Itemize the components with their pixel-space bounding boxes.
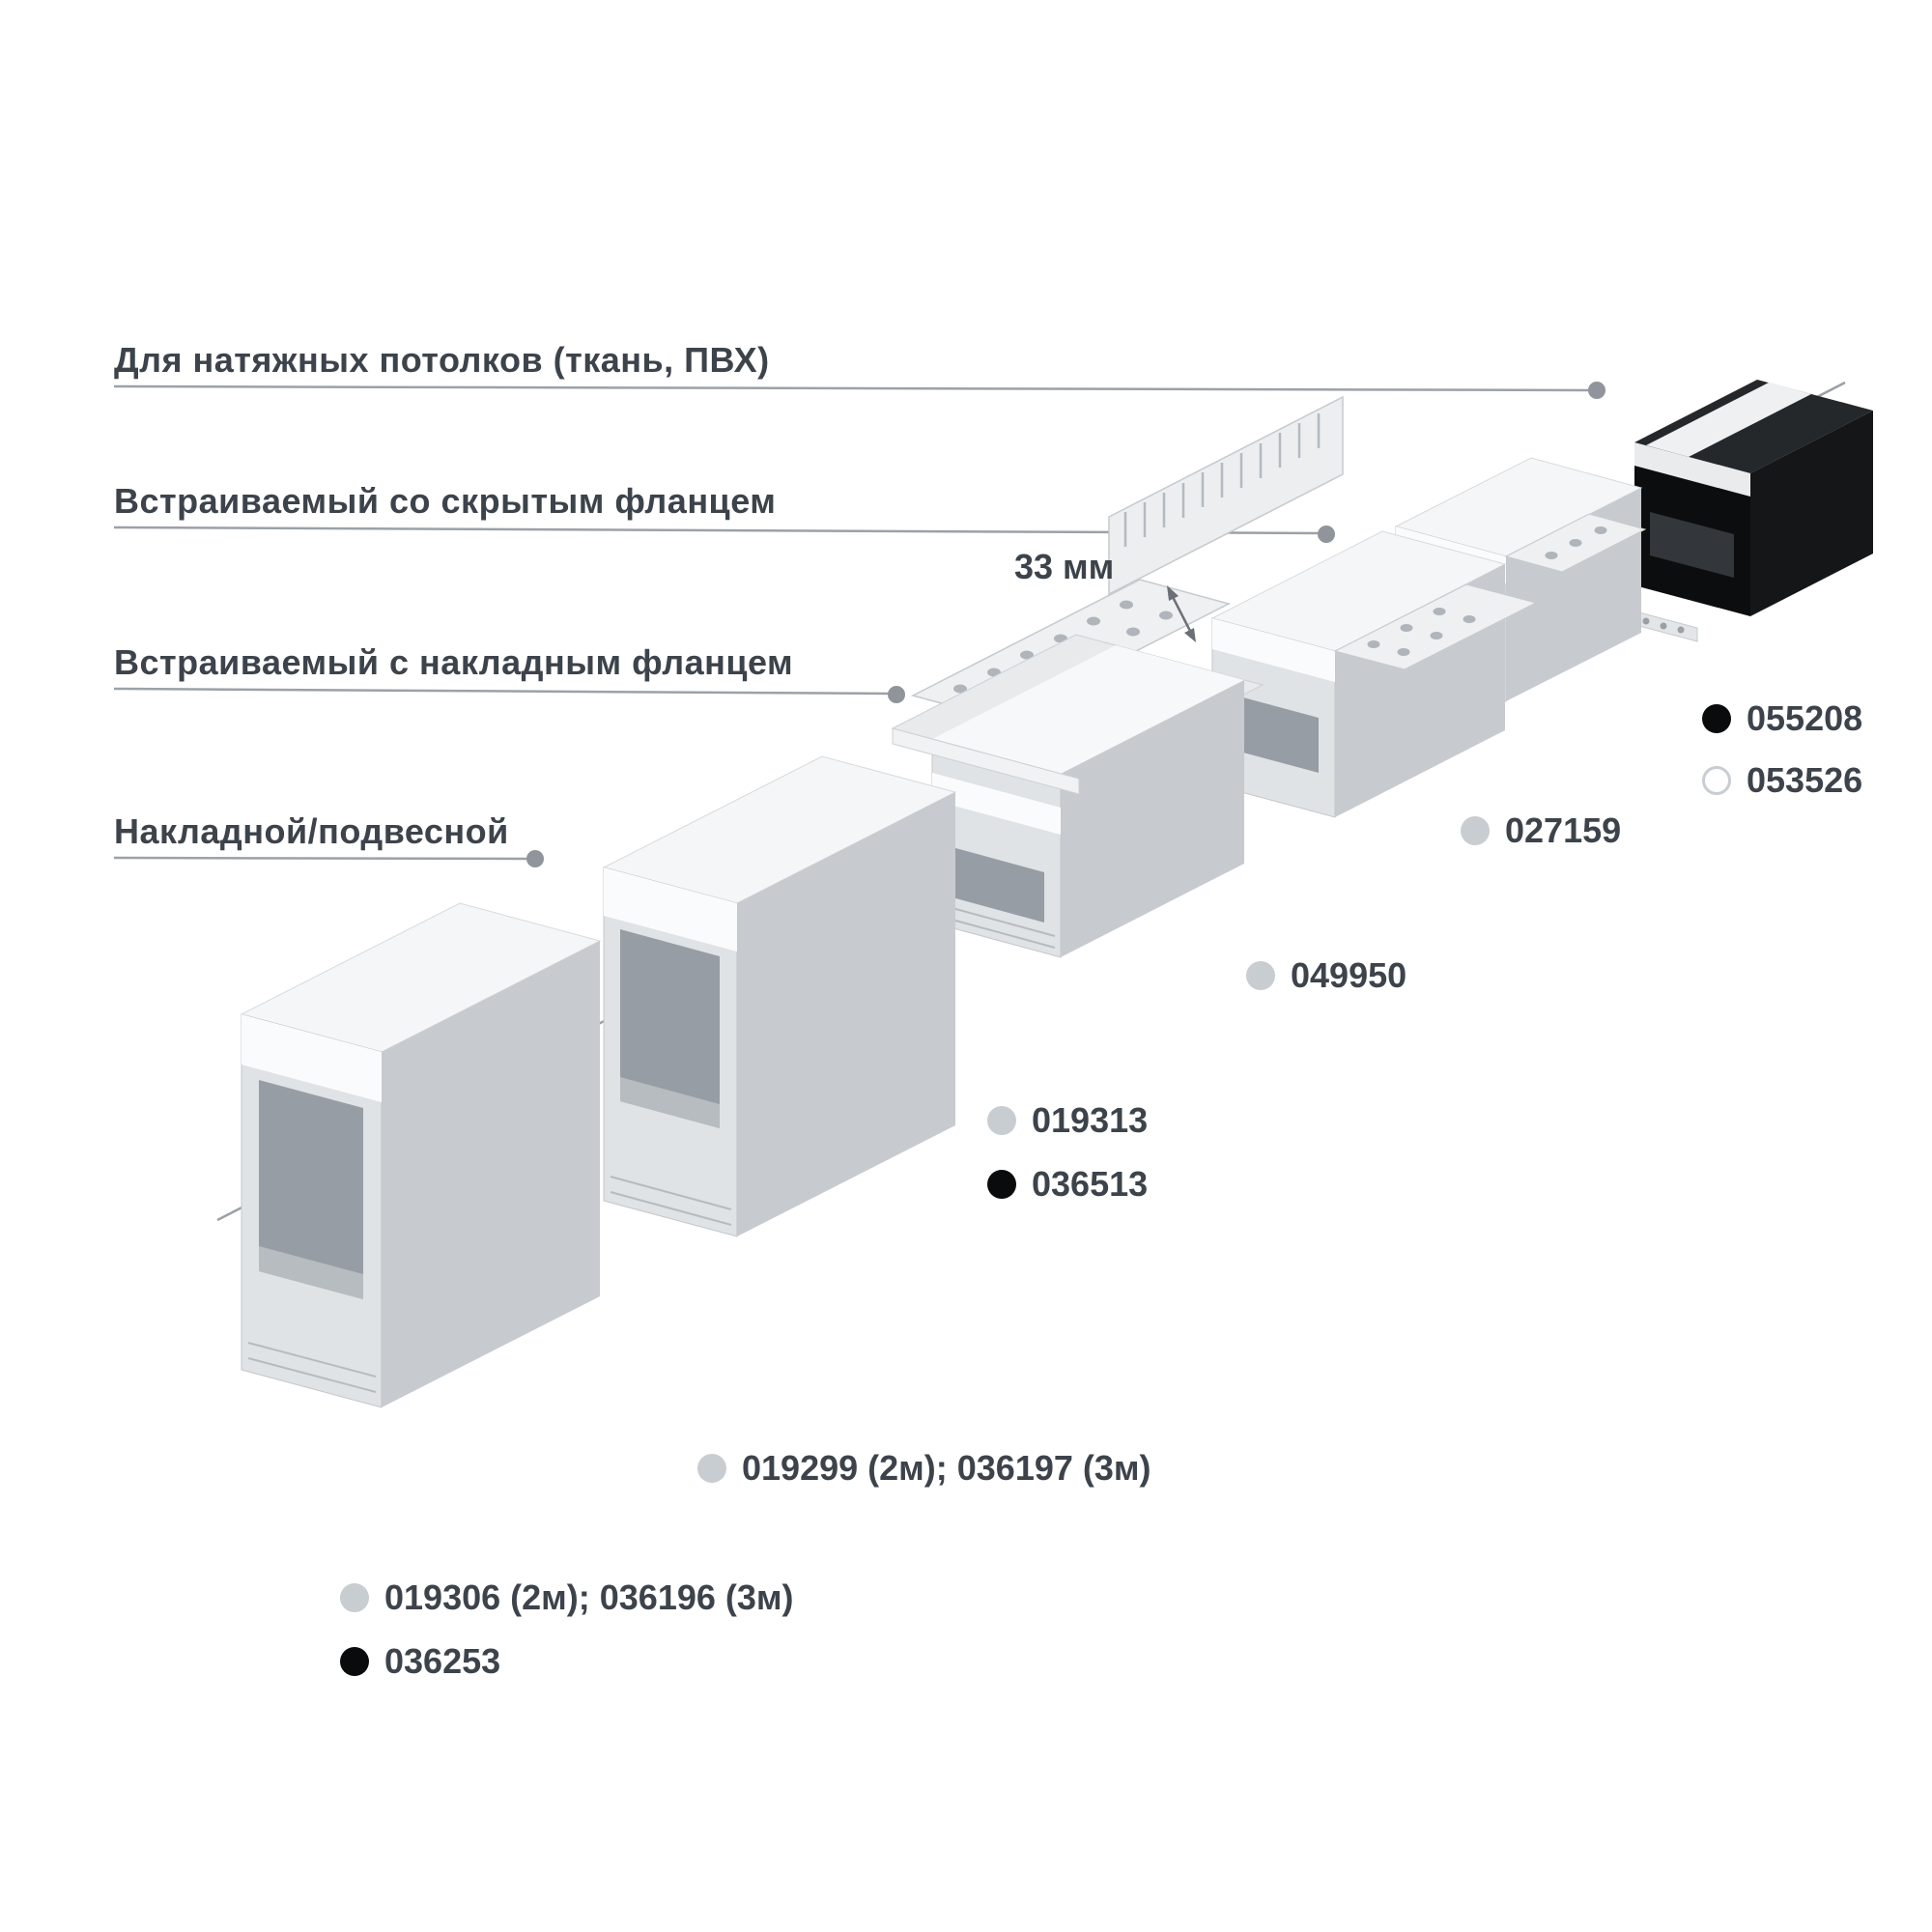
product-code-text: 019306 (2м); 036196 (3м) bbox=[384, 1577, 794, 1617]
variant-dot-black bbox=[987, 1170, 1016, 1199]
category-label-recessed-hidden-flange: Встраиваемый со скрытым фланцем bbox=[114, 481, 777, 521]
profile-stretch-ceiling-black-illustration bbox=[1595, 380, 1873, 642]
variant-dot-gray bbox=[987, 1106, 1016, 1135]
category-label-recessed-surface-flange: Встраиваемый с накладным фланцем bbox=[114, 642, 794, 682]
variant-dot-black bbox=[340, 1647, 369, 1676]
product-code-row: 036253 bbox=[340, 1640, 500, 1683]
product-code-text: 019313 bbox=[1032, 1100, 1149, 1140]
product-code-text: 053526 bbox=[1747, 760, 1863, 800]
dimension-arrow-33mm bbox=[1167, 585, 1196, 642]
variant-dot-gray bbox=[340, 1583, 369, 1612]
product-code-row: 036513 bbox=[987, 1163, 1148, 1206]
category-label-stretch-ceilings: Для натяжных потолков (ткань, ПВХ) bbox=[114, 340, 770, 380]
product-code-text: 049950 bbox=[1291, 955, 1407, 995]
profile-recessed-flange-illustration bbox=[891, 634, 1264, 958]
variant-dot-white bbox=[1702, 766, 1731, 795]
variant-dot-black bbox=[1702, 704, 1731, 733]
profile-surface-medium-illustration bbox=[602, 755, 957, 1237]
variant-dot-gray bbox=[1246, 961, 1275, 990]
product-code-text: 036513 bbox=[1032, 1164, 1149, 1204]
product-code-row: 019313 bbox=[987, 1099, 1148, 1142]
product-code-text: 055208 bbox=[1747, 698, 1863, 738]
product-code-row: 019306 (2м); 036196 (3м) bbox=[340, 1577, 794, 1619]
product-code-row: 027159 bbox=[1461, 810, 1621, 852]
product-code-text: 019299 (2м); 036197 (3м) bbox=[742, 1448, 1151, 1488]
product-code-text: 027159 bbox=[1505, 810, 1622, 850]
product-code-row: 055208 bbox=[1702, 697, 1862, 740]
category-label-surface-pendant: Накладной/подвесной bbox=[114, 811, 509, 851]
dimension-label-33mm: 33 мм bbox=[1014, 547, 1115, 586]
trowel-plate-ridges bbox=[1123, 413, 1321, 547]
product-code-row: 049950 bbox=[1246, 954, 1406, 997]
variant-dot-gray bbox=[1461, 816, 1490, 845]
product-code-row: 053526 bbox=[1702, 759, 1862, 802]
product-code-row: 019299 (2м); 036197 (3м) bbox=[697, 1447, 1151, 1490]
profile-surface-large-illustration bbox=[240, 902, 602, 1408]
product-code-text: 036253 bbox=[384, 1641, 501, 1681]
variant-dot-gray bbox=[697, 1454, 726, 1483]
